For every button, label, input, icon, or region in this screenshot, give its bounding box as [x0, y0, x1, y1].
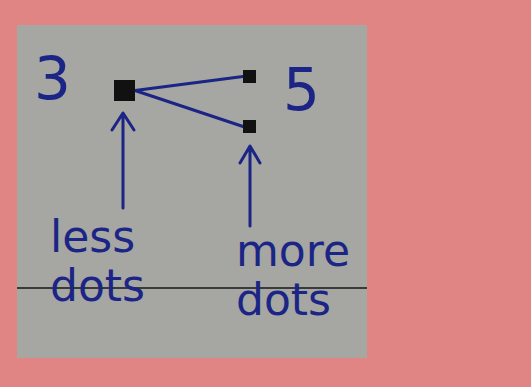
- pointer-arrow: [112, 113, 134, 208]
- pointer-arrow: [240, 146, 260, 226]
- small-dot: [243, 70, 256, 83]
- large-dot: 3: [114, 80, 135, 101]
- connector-line: [135, 77, 243, 91]
- connector-line: [135, 91, 243, 127]
- note-label: less dots: [50, 212, 145, 311]
- note-label: more dots: [236, 226, 350, 325]
- small-dot: [243, 120, 256, 133]
- count-number: 5: [283, 58, 320, 123]
- count-number: 3: [34, 50, 71, 108]
